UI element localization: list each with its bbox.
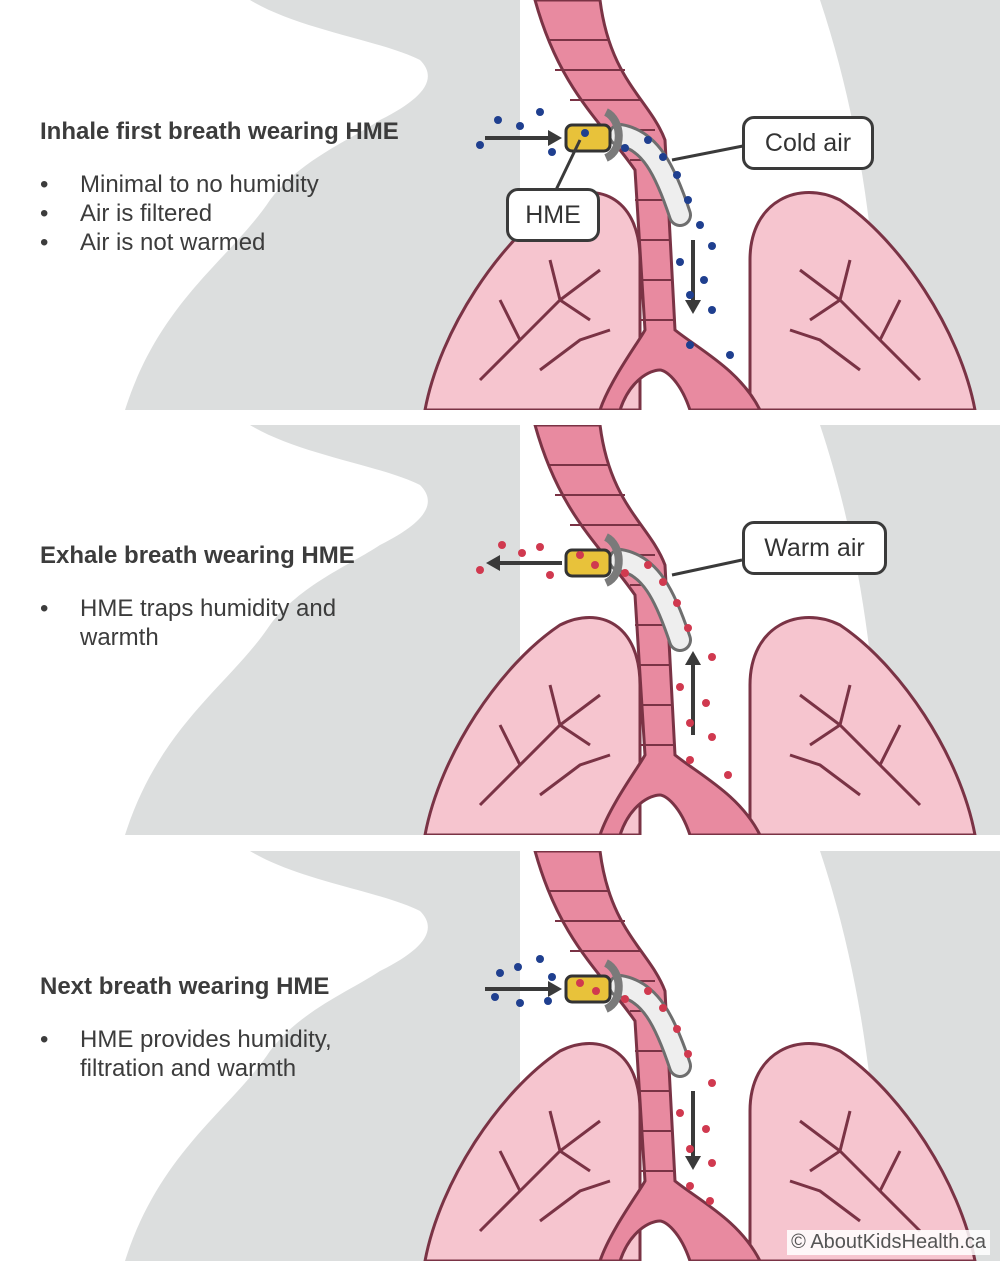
callout-pointers [671,558,743,577]
next-breath-bullet-1: HME provides humidity, filtration and wa… [40,1025,420,1083]
hme-callout: HME [506,188,600,242]
panel-inhale: Inhale first breath wearing HME Minimal … [0,0,1000,410]
exhale-text: Exhale breath wearing HME HME traps humi… [40,542,420,652]
exhale-bullet-1: HME traps humidity and warmth [40,594,420,652]
airflow-down-arrow [685,240,701,314]
next-breath-heading: Next breath wearing HME [40,973,330,1000]
trach-tube [603,108,692,227]
trach-tube [603,533,692,652]
right-lung [748,616,977,835]
outgoing-air-arrow [486,555,562,571]
inhale-heading: Inhale first breath wearing HME [40,118,399,145]
cold-air-particles [476,108,734,359]
right-lung [748,191,977,410]
next-breath-text: Next breath wearing HME HME provides hum… [40,973,420,1083]
cold-air-particles [491,955,556,1007]
exhale-heading: Exhale breath wearing HME [40,542,355,569]
inhale-text: Inhale first breath wearing HME Minimal … [40,118,399,257]
airflow-down-arrow [685,1091,701,1170]
copyright-notice: © AboutKidsHealth.ca [787,1230,990,1255]
incoming-air-arrow [485,981,562,997]
inhale-bullet-2: Air is filtered [40,199,399,228]
inhale-bullet-3: Air is not warmed [40,228,399,257]
left-lung [423,616,642,835]
hme-device-icon [564,548,612,578]
warm-air-callout: Warm air [742,521,887,575]
trach-tube [603,959,692,1078]
inhale-bullets: Minimal to no humidity Air is filtered A… [40,170,399,257]
inhale-bullet-1: Minimal to no humidity [40,170,399,199]
left-lung [423,1042,642,1261]
callout-pointers [553,139,749,193]
exhale-bullets: HME traps humidity and warmth [40,594,420,652]
warm-air-particles [576,979,716,1205]
hme-device-icon [564,974,612,1004]
right-lung [748,1042,977,1261]
next-breath-bullets: HME provides humidity, filtration and wa… [40,1025,420,1083]
panel-exhale: Exhale breath wearing HME HME traps humi… [0,425,1000,835]
warm-air-particles [476,541,732,779]
incoming-air-arrow [485,130,562,146]
cold-air-callout: Cold air [742,116,874,170]
panel-next-breath: Next breath wearing HME HME provides hum… [0,851,1000,1261]
hme-device-icon [564,123,612,153]
